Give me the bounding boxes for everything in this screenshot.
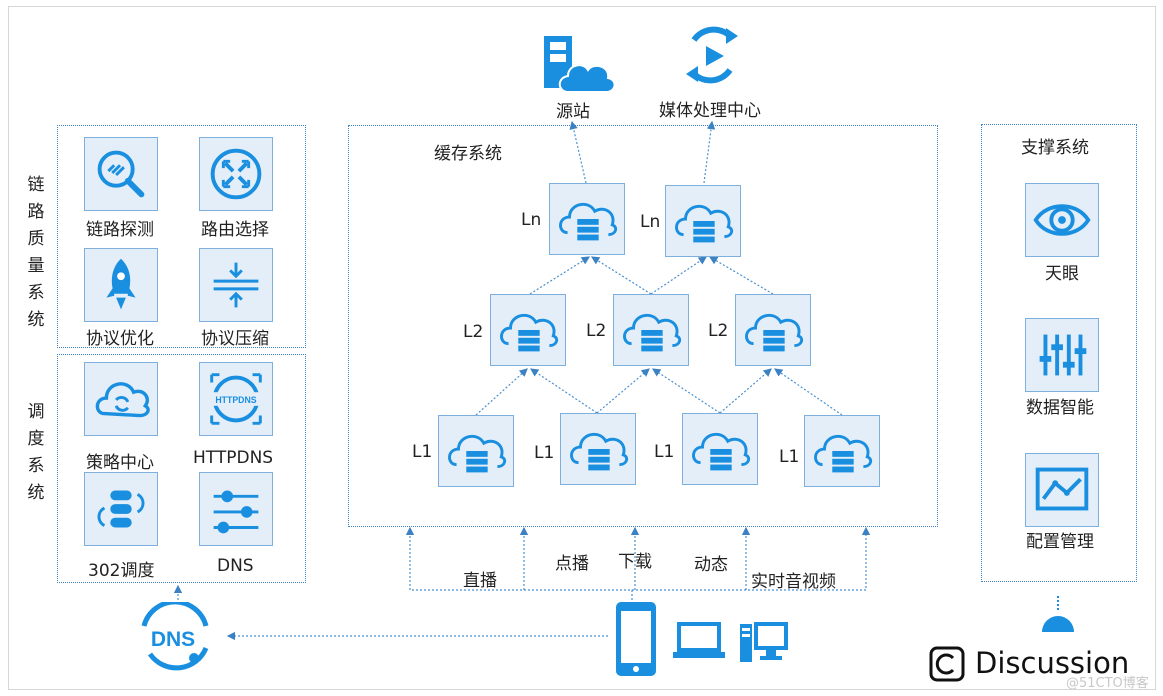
protocol-optimize-tile — [84, 248, 158, 322]
traffic-label-live: 直播 — [463, 571, 497, 591]
support-system-box — [981, 124, 1137, 582]
link-quality-title: 链路质量系统 — [27, 175, 45, 330]
tile-label: DNS — [217, 556, 254, 576]
tile-label: 路由选择 — [201, 220, 269, 240]
laptop-icon — [672, 622, 726, 660]
redirect-302-tile — [84, 472, 158, 546]
level-label: L2 — [708, 321, 729, 341]
level-label: L2 — [463, 322, 484, 342]
watermark-brand: Discussion — [975, 646, 1130, 680]
level-label: L1 — [654, 442, 675, 462]
sliders-icon — [213, 490, 259, 534]
cache-node-l1-3 — [682, 413, 758, 485]
traffic-label-download: 下载 — [618, 552, 652, 572]
cache-node-l1-4 — [804, 415, 880, 487]
media-center-label: 媒体处理中心 — [659, 101, 761, 121]
data-intelligence-tile — [1025, 318, 1099, 392]
link-quality-box — [57, 125, 306, 348]
tile-label: 策略中心 — [86, 453, 154, 473]
tile-label: 302调度 — [88, 561, 155, 581]
sliders-icon — [1039, 334, 1087, 376]
traffic-label-dynamic: 动态 — [694, 555, 728, 575]
dns-tile — [199, 472, 273, 546]
cloud-refresh-icon — [95, 382, 150, 418]
eye-icon — [1033, 204, 1091, 236]
compress-icon — [213, 262, 259, 308]
protocol-compress-tile — [199, 248, 273, 322]
toggle-list-icon — [97, 490, 145, 528]
policy-center-tile — [84, 362, 158, 436]
tile-label: 天眼 — [1045, 264, 1079, 284]
cache-node-l1-2 — [560, 413, 636, 485]
level-label: L1 — [412, 442, 433, 462]
route-icon — [210, 148, 262, 200]
origin-server-cloud-icon — [538, 30, 618, 94]
link-probe-tile — [84, 137, 158, 211]
level-label: L1 — [779, 447, 800, 467]
level-label: Ln — [640, 212, 661, 232]
httpdns-globe-icon: HTTPDNS — [209, 373, 263, 425]
desktop-icon — [738, 622, 788, 664]
cache-node-l2-1 — [490, 294, 566, 366]
mobile-phone-icon — [614, 600, 658, 678]
watermark-site: @51CTO博客 — [1066, 676, 1149, 691]
httpdns-tile: HTTPDNS — [199, 362, 273, 436]
cache-node-ln-1 — [549, 183, 625, 255]
magnifier-link-icon — [97, 150, 145, 198]
dns-globe-icon: DNS — [136, 599, 214, 672]
tile-label: 协议压缩 — [201, 329, 269, 349]
scheduling-box — [57, 354, 306, 583]
cache-system-box — [348, 125, 938, 527]
traffic-label-rtc: 实时音视频 — [751, 572, 836, 592]
level-label: Ln — [521, 210, 542, 230]
tile-label: 链路探测 — [86, 220, 154, 240]
tile-label: 数据智能 — [1026, 398, 1094, 418]
cache-node-ln-2 — [665, 185, 741, 257]
play-circle-icon — [680, 20, 744, 90]
discussion-logo-icon — [929, 646, 965, 682]
rocket-icon — [106, 258, 136, 310]
tile-label: 协议优化 — [86, 329, 154, 349]
line-chart-icon — [1035, 467, 1089, 511]
origin-label: 源站 — [556, 102, 590, 122]
tile-label: HTTPDNS — [193, 448, 274, 468]
traffic-label-vod: 点播 — [555, 554, 589, 574]
scheduling-title: 调度系统 — [27, 402, 45, 503]
config-management-tile — [1025, 453, 1099, 527]
cache-system-title: 缓存系统 — [434, 144, 502, 164]
cache-node-l1-1 — [438, 415, 514, 487]
tile-label: 配置管理 — [1026, 532, 1094, 552]
dns-badge: DNS — [151, 628, 195, 651]
level-label: L2 — [586, 321, 607, 341]
cache-node-l2-2 — [613, 294, 689, 366]
support-system-title: 支撑系统 — [1021, 138, 1089, 158]
level-label: L1 — [534, 443, 555, 463]
cache-node-l2-3 — [735, 294, 811, 366]
sky-eye-tile — [1025, 183, 1099, 257]
support-base-icon — [1040, 596, 1076, 634]
route-select-tile — [199, 137, 273, 211]
httpdns-badge: HTTPDNS — [215, 395, 256, 405]
diagram-frame — [8, 6, 1156, 690]
